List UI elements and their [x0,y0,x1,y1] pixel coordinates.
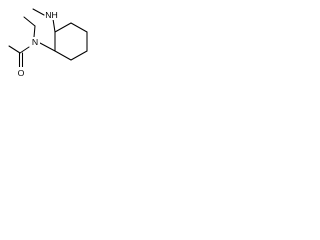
ring-bond [70,22,88,33]
n-label: N [32,37,38,47]
atom-nh: NH [45,10,58,20]
ethyl-bond [23,16,36,27]
chemical-structure-diagram: NH N O [8,8,88,78]
ring-bond [54,50,72,61]
ring-bond [70,50,88,61]
n-ethyl-bond [33,25,36,38]
n-carbonyl-bond [19,46,30,54]
ring-bond [54,22,72,33]
cyclohexane-ring [54,22,88,61]
o-label: O [18,68,25,78]
atom-o: O [16,67,26,78]
nh-label: NH [45,10,58,20]
atom-n: N [31,37,40,47]
nh-methyl-bond [32,8,45,16]
ring-to-nh-bond [52,18,56,33]
ring-to-n-bond [39,42,56,52]
acetyl-methyl-bond [8,45,21,54]
